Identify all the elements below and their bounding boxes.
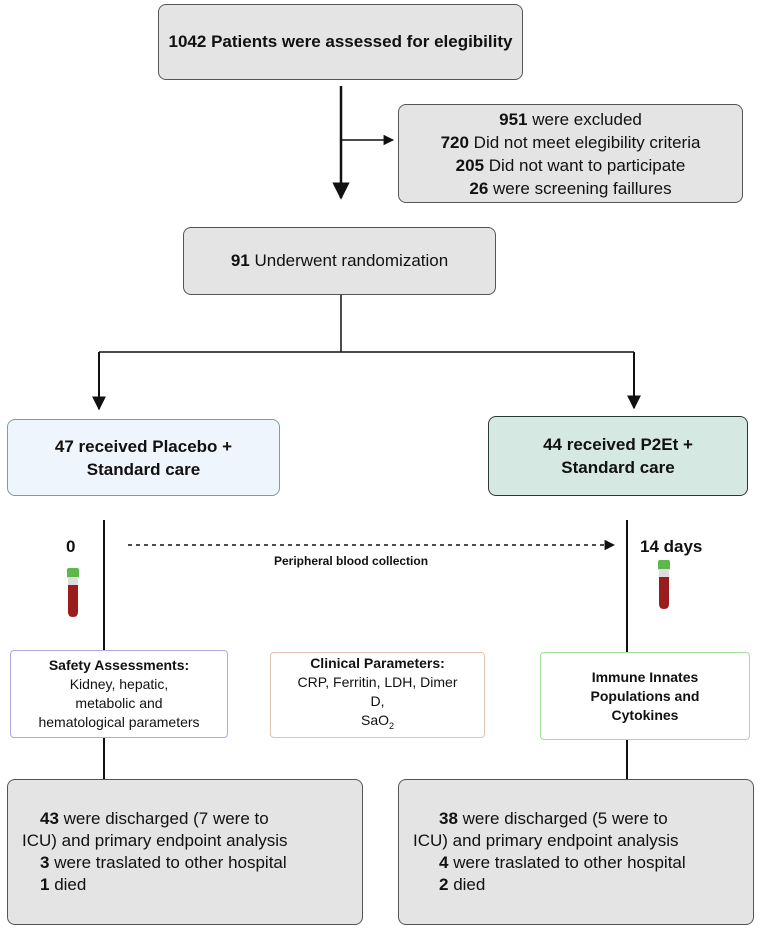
placebo-discharged: 43 were discharged (7 were to [40,809,269,828]
immune-line: Populations and [590,687,700,704]
immune-innates-box: Immune Innates Populations and Cytokines [540,652,750,740]
excluded-line: 26 were screening faillures [469,178,672,198]
excluded-line: 205 Did not want to participate [455,155,686,175]
placebo-outcome-box: 43 were discharged (7 were to ICU) and p… [7,779,363,925]
timeline-end-label: 14 days [640,537,703,556]
placebo-arm-line1: 47 received Placebo + [54,436,233,456]
p2et-endpoint: ICU) and primary endpoint analysis [413,831,679,850]
p2et-arm-box: 44 received P2Et + Standard care [488,416,748,496]
timeline-start-label: 0 [66,537,76,556]
blood-tube-icon [67,568,79,617]
blood-collection-label: Peripheral blood collection [274,554,429,568]
p2et-arm-line1: 44 received P2Et + [543,435,693,454]
excluded-box: 951 were excluded 720 Did not meet elegi… [398,104,743,203]
assessed-box: 1042 Patients were assessed for elegibil… [158,4,523,80]
immune-line: Immune Innates [591,668,699,685]
excluded-line: 951 were excluded [499,109,642,129]
blood-tube-icon [658,560,670,609]
p2et-discharged: 38 were discharged (5 were to [439,809,668,828]
safety-line: metabolic and [75,695,163,711]
safety-assessments-box: Safety Assessments: Kidney, hepatic, met… [10,650,228,738]
placebo-translated: 3 were traslated to other hospital [40,853,287,872]
placebo-endpoint: ICU) and primary endpoint analysis [22,831,288,850]
immune-line: Cytokines [611,706,679,723]
safety-line: Kidney, hepatic, [69,676,169,692]
p2et-outcome-box: 38 were discharged (5 were to ICU) and p… [398,779,754,925]
p2et-died: 2 died [439,875,486,894]
p2et-translated: 4 were traslated to other hospital [439,853,686,872]
clinical-line: CRP, Ferritin, LDH, Dimer [297,674,458,691]
clinical-title: Clinical Parameters: [310,655,445,672]
clinical-parameters-box: Clinical Parameters: CRP, Ferritin, LDH,… [270,652,485,738]
randomization-text: 91 Underwent randomization [230,251,449,270]
excluded-line: 720 Did not meet elegibility criteria [440,132,701,152]
assessed-text: 1042 Patients were assessed for elegibil… [168,32,513,51]
randomization-box: 91 Underwent randomization [183,227,496,295]
placebo-died: 1 died [40,875,87,894]
safety-line: hematological parameters [38,714,200,730]
p2et-arm-line2: Standard care [561,458,675,477]
placebo-arm-line2: Standard care [86,459,201,479]
safety-title: Safety Assessments: [48,657,190,673]
placebo-arm-box: 47 received Placebo + Standard care [7,419,280,496]
clinical-line: SaO2 [360,712,395,731]
clinical-line: D, [370,693,385,710]
